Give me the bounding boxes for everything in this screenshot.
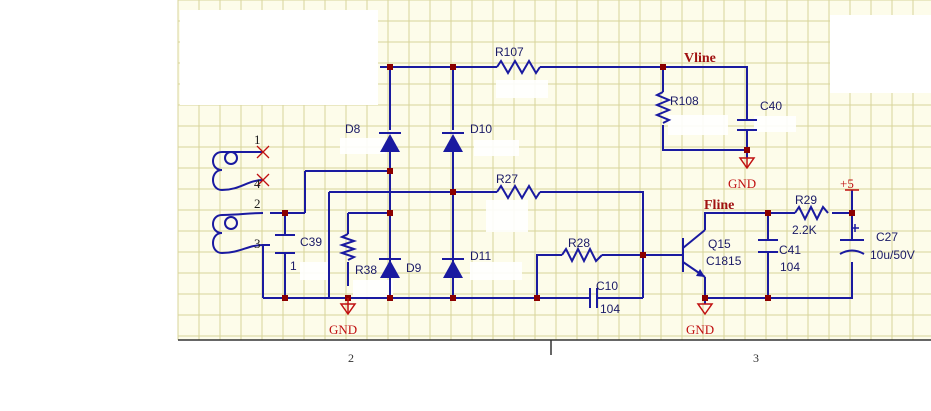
- pin-label-1: 1: [254, 132, 261, 147]
- r38-ref: R38: [355, 263, 377, 277]
- c41-ref: C41: [779, 243, 801, 257]
- d11-ref: D11: [470, 249, 491, 263]
- pin-label-3: 3: [254, 236, 261, 251]
- r28-resistor: [561, 246, 603, 264]
- c27-capacitor: [839, 224, 865, 255]
- r108-ref: R108: [670, 94, 699, 108]
- q15-ref: Q15: [708, 237, 731, 251]
- c41-capacitor: [758, 239, 778, 253]
- ground-symbol-vline: [738, 157, 756, 170]
- d10-diode: [442, 132, 464, 152]
- gnd-label-right: GND: [686, 322, 714, 337]
- r27-ref: R27: [496, 172, 518, 186]
- r28-ref: R28: [568, 236, 590, 250]
- pin-label-4: 4: [254, 176, 261, 191]
- transformer: 1 4 2 3: [212, 132, 270, 254]
- c27-value: 10u/50V: [870, 248, 915, 262]
- d10-ref: D10: [470, 122, 492, 136]
- gnd-label-left: GND: [329, 322, 357, 337]
- junctions: [282, 64, 855, 301]
- c39-ref: C39: [300, 235, 322, 249]
- c40-capacitor: [737, 119, 757, 131]
- net-label-plus5: +5: [840, 176, 854, 191]
- ground-symbol-right: [696, 303, 714, 316]
- d8-ref: D8: [345, 122, 361, 136]
- r29-value: 2.2K: [792, 223, 817, 237]
- gnd-label-vline: GND: [728, 176, 756, 191]
- r29-ref: R29: [795, 193, 817, 207]
- r38-resistor: [338, 233, 358, 261]
- net-label-fline: Fline: [704, 198, 734, 213]
- c10-capacitor: [589, 288, 598, 308]
- c40-ref: C40: [760, 99, 782, 113]
- zone-marker-3: 3: [753, 351, 759, 365]
- r29-resistor: [794, 204, 829, 222]
- net-label-vline: Vline: [684, 51, 716, 66]
- c39-value: 1: [290, 259, 297, 273]
- r108-resistor: [654, 91, 672, 124]
- q15-transistor: [682, 229, 706, 278]
- d9-diode: [379, 258, 401, 278]
- c41-value: 104: [780, 260, 800, 274]
- r107-resistor: [496, 59, 541, 75]
- ground-symbol-left: [339, 298, 357, 316]
- c39-capacitor: [275, 234, 295, 254]
- d8-diode: [379, 132, 401, 152]
- c27-ref: C27: [876, 230, 898, 244]
- pin-label-2: 2: [254, 196, 261, 211]
- d9-ref: D9: [406, 261, 422, 275]
- c10-ref: C10: [596, 279, 618, 293]
- r27-resistor: [496, 184, 541, 200]
- q15-value: C1815: [706, 254, 742, 268]
- d11-diode: [442, 258, 464, 278]
- c10-value: 104: [600, 302, 620, 316]
- zone-marker-2: 2: [348, 351, 354, 365]
- r107-ref: R107: [495, 45, 524, 59]
